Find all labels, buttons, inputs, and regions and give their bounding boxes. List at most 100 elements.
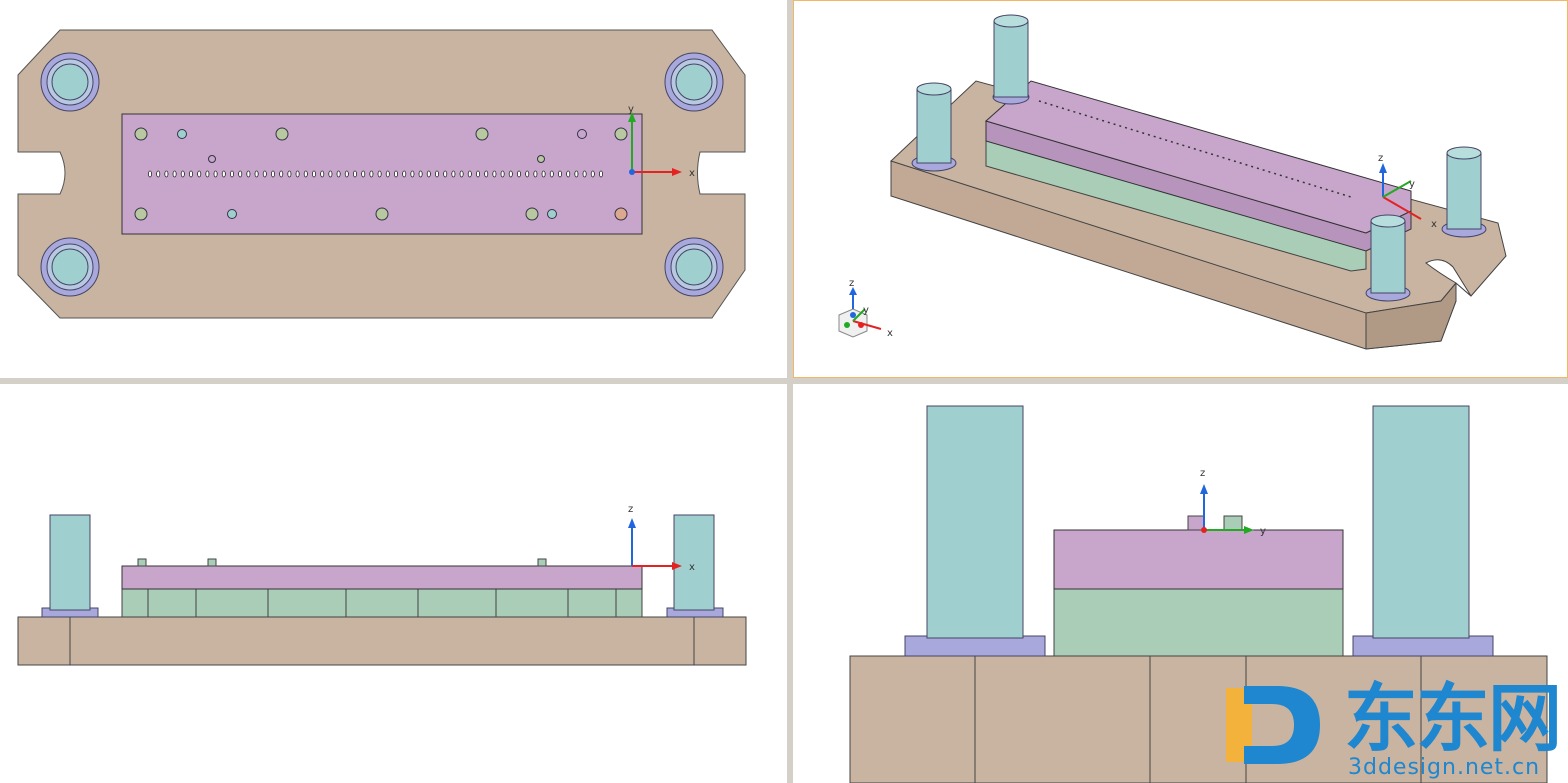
pierce-hole xyxy=(426,170,431,178)
pierce-hole xyxy=(262,170,267,178)
pierce-hole-row xyxy=(147,170,604,178)
pierce-hole xyxy=(147,170,152,178)
pierce-hole xyxy=(467,170,472,178)
iso-post-back-left xyxy=(992,14,1030,105)
pierce-hole xyxy=(361,170,366,178)
front-axis-label-z: z xyxy=(628,504,633,515)
front-view-canvas: z x xyxy=(17,504,747,666)
front-view-viewport[interactable]: z x xyxy=(0,384,787,783)
watermark-logo: 东东网 3ddesign.net.cn xyxy=(1222,676,1568,783)
pierce-hole xyxy=(254,170,259,178)
iso-origin-triad: z x y xyxy=(1378,153,1437,230)
bushing-top-right xyxy=(664,52,724,112)
pierce-hole xyxy=(287,170,292,178)
pierce-hole xyxy=(434,170,439,178)
pierce-hole xyxy=(500,170,505,178)
pierce-hole xyxy=(246,170,251,178)
iso-axis-label-y: y xyxy=(1409,179,1415,190)
dowel-holes xyxy=(177,129,587,219)
pierce-hole xyxy=(475,170,480,178)
pierce-hole xyxy=(590,170,595,178)
pierce-hole xyxy=(566,170,571,178)
pierce-hole xyxy=(213,170,218,178)
pierce-hole xyxy=(541,170,546,178)
pierce-hole xyxy=(279,170,284,178)
pierce-hole xyxy=(156,170,161,178)
side-view-viewport[interactable]: z y xyxy=(793,384,1568,783)
pierce-hole xyxy=(459,170,464,178)
pierce-hole xyxy=(229,170,234,178)
pierce-hole xyxy=(238,170,243,178)
pierce-hole xyxy=(320,170,325,178)
pierce-hole xyxy=(525,170,530,178)
pierce-hole xyxy=(328,170,333,178)
watermark-url: 3ddesign.net.cn xyxy=(1348,755,1541,780)
view-cube-triad[interactable]: z x y xyxy=(838,278,893,339)
front-guide-posts xyxy=(41,514,724,618)
screw-holes xyxy=(134,127,628,221)
pierce-hole xyxy=(369,170,374,178)
axis-label-y: y xyxy=(628,104,634,115)
pierce-hole xyxy=(188,170,193,178)
iso-guide-posts xyxy=(911,14,1487,302)
cube-axis-label-x: x xyxy=(887,328,893,339)
axis-label-x: x xyxy=(689,168,695,179)
pierce-hole xyxy=(484,170,489,178)
pierce-hole xyxy=(451,170,456,178)
iso-post-front-right xyxy=(1365,214,1411,302)
pierce-hole xyxy=(599,170,604,178)
bushing-bottom-right xyxy=(664,237,724,297)
pierce-hole xyxy=(385,170,390,178)
top-view-viewport[interactable]: x y xyxy=(0,0,787,378)
pierce-hole xyxy=(270,170,275,178)
pierce-hole xyxy=(508,170,513,178)
iso-post-front-left xyxy=(911,82,957,172)
watermark-chinese-text: 东东网 xyxy=(1344,676,1562,762)
iso-axis-label-z: z xyxy=(1378,153,1383,164)
pierce-hole xyxy=(533,170,538,178)
top-view-canvas: x y xyxy=(17,29,746,319)
bushing-top-left xyxy=(40,52,100,112)
front-axis-label-x: x xyxy=(689,562,695,573)
pierce-hole xyxy=(295,170,300,178)
iso-axis-label-x: x xyxy=(1431,219,1437,230)
pierce-hole xyxy=(443,170,448,178)
cube-axis-label-z: z xyxy=(849,278,854,289)
pierce-hole xyxy=(180,170,185,178)
bushing-bottom-left xyxy=(40,237,100,297)
iso-pierce-row xyxy=(1038,100,1352,198)
isometric-view-canvas: z x y z x y xyxy=(838,14,1507,350)
pierce-hole xyxy=(492,170,497,178)
watermark-d-icon xyxy=(1226,686,1320,764)
side-green-block xyxy=(1053,588,1344,657)
pierce-hole xyxy=(582,170,587,178)
pierce-hole xyxy=(352,170,357,178)
pierce-hole xyxy=(517,170,522,178)
pierce-hole xyxy=(197,170,202,178)
guide-bushings xyxy=(40,52,724,297)
pierce-hole xyxy=(558,170,563,178)
origin-triad: x y xyxy=(628,104,695,179)
side-guide-posts xyxy=(904,405,1494,657)
pierce-hole xyxy=(336,170,341,178)
pierce-hole xyxy=(393,170,398,178)
pierce-hole xyxy=(172,170,177,178)
front-punch-plate xyxy=(121,565,643,590)
front-pins xyxy=(137,558,547,567)
pierce-hole xyxy=(164,170,169,178)
side-axis-label-y: y xyxy=(1260,526,1266,537)
pierce-hole xyxy=(574,170,579,178)
pierce-hole xyxy=(205,170,210,178)
front-origin-triad: z x xyxy=(628,504,695,573)
side-punch-plate xyxy=(1053,529,1344,590)
isometric-view-viewport[interactable]: z x y z x y xyxy=(793,0,1568,378)
side-origin-triad: z y xyxy=(1200,468,1266,537)
pierce-hole xyxy=(410,170,415,178)
side-view-canvas: z y xyxy=(849,405,1548,783)
pierce-hole xyxy=(402,170,407,178)
front-base-plate xyxy=(17,616,747,666)
front-block-dividers xyxy=(147,589,617,617)
iso-base-front-face xyxy=(1365,281,1457,350)
side-base-plate xyxy=(849,655,1548,783)
side-pins xyxy=(1187,515,1243,531)
